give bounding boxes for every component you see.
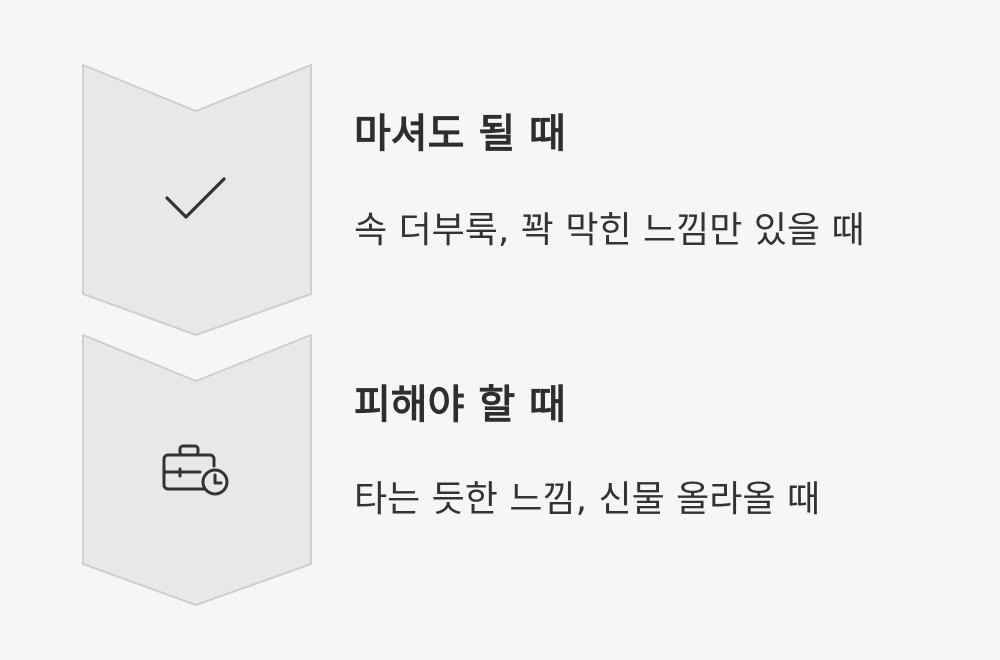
step-1-title: 마셔도 될 때	[354, 111, 566, 157]
checkmark-icon	[164, 176, 228, 228]
chevron-arrow-shape	[82, 64, 312, 336]
step-2-chevron	[82, 334, 312, 606]
step-2-description: 타는 듯한 느낌, 신물 올라올 때	[354, 479, 821, 520]
chevron-arrow-shape	[82, 334, 312, 606]
step-2-title: 피해야 할 때	[354, 382, 566, 428]
step-1-description: 속 더부룩, 꽉 막힌 느낌만 있을 때	[354, 210, 865, 251]
step-1-chevron	[82, 64, 312, 336]
briefcase-clock-icon	[160, 440, 234, 504]
